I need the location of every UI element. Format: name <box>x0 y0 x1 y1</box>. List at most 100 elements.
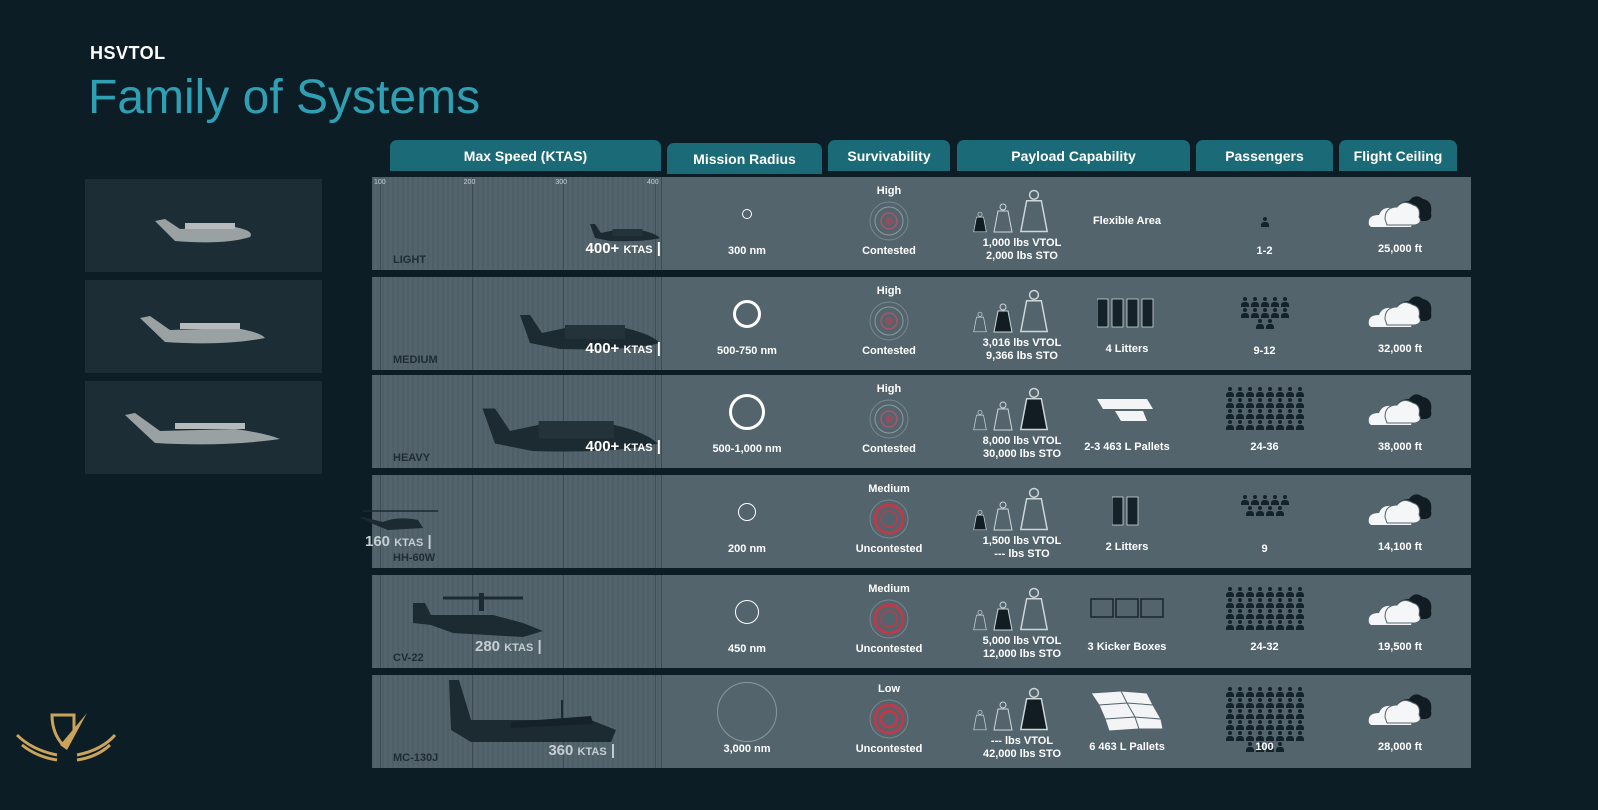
passenger-icon <box>1245 506 1254 516</box>
passenger-icon <box>1235 409 1244 419</box>
passenger-icons <box>1224 387 1306 430</box>
passenger-icon <box>1255 420 1264 430</box>
weight-icon <box>1019 487 1049 531</box>
payload-cell: 1,500 lbs VTOL --- lbs STO <box>962 475 1082 568</box>
passengers-value: 1-2 <box>1256 245 1273 257</box>
passenger-icon <box>1275 506 1284 516</box>
table-row-hh-60w: 160 KTAS | HH-60W 200 nm Medium Uncontes… <box>358 475 1471 568</box>
speed-unit: KTAS <box>623 344 653 356</box>
speed-value: 400+ KTAS | <box>585 340 661 357</box>
speed-gridline <box>655 177 656 270</box>
aircraft-thumbnail-light <box>85 179 322 272</box>
passenger-icon <box>1255 742 1264 752</box>
passenger-icon <box>1245 620 1254 630</box>
mission-radius-cell: 200 nm <box>672 475 822 568</box>
passenger-icon <box>1285 420 1294 430</box>
payload-weights <box>970 487 1052 531</box>
payload-cell: 8,000 lbs VTOL 30,000 lbs STO <box>962 375 1082 468</box>
weight-icon <box>973 509 987 531</box>
passengers-cell: 1-2 <box>1196 177 1333 270</box>
aircraft-silhouette <box>520 313 660 358</box>
row-label: HEAVY <box>393 452 431 464</box>
row-label: CV-22 <box>393 652 424 664</box>
passenger-icon <box>1265 319 1274 329</box>
passenger-icon <box>1225 587 1234 597</box>
weight-icon <box>1019 587 1049 631</box>
passenger-icon <box>1295 687 1304 697</box>
threat-rings-icon <box>869 499 909 539</box>
passenger-icon <box>1285 609 1294 619</box>
survivability-level: Low <box>878 683 900 695</box>
flight-ceiling-cell: 28,000 ft <box>1339 675 1461 768</box>
passenger-icon <box>1295 698 1304 708</box>
passenger-icons <box>1224 587 1306 630</box>
cargo-cell: 3 Kicker Boxes <box>1082 575 1172 668</box>
weight-icon <box>973 609 987 631</box>
payload-vtol: 8,000 lbs VTOL <box>982 435 1062 447</box>
passenger-icon <box>1225 398 1234 408</box>
cargo-label: 4 Litters <box>1105 343 1149 355</box>
survivability-environment: Uncontested <box>855 643 923 655</box>
mission-radius-cell: 500-1,000 nm <box>672 375 822 468</box>
passenger-icon <box>1295 398 1304 408</box>
mission-radius-cell: 3,000 nm <box>672 675 822 768</box>
mission-radius-cell: 450 nm <box>672 575 822 668</box>
flight-ceiling-cell: 19,500 ft <box>1339 575 1461 668</box>
passenger-icon <box>1245 609 1254 619</box>
passenger-icon <box>1275 687 1284 697</box>
passenger-icon <box>1295 609 1304 619</box>
speed-number: 280 <box>475 638 501 655</box>
max-speed-cell: 280 KTAS | CV-22 <box>372 575 662 668</box>
speed-unit: KTAS <box>394 537 424 549</box>
passenger-icon <box>1280 297 1289 307</box>
weight-icon <box>993 501 1013 531</box>
passenger-icon <box>1245 742 1254 752</box>
survivability-environment: Contested <box>862 245 916 257</box>
passenger-icon <box>1295 620 1304 630</box>
passenger-icon <box>1295 587 1304 597</box>
passenger-icon <box>1235 620 1244 630</box>
page-title: Family of Systems <box>88 71 481 124</box>
ceiling-value: 38,000 ft <box>1377 441 1423 453</box>
threat-rings-icon <box>869 201 909 241</box>
threat-rings-icon <box>869 301 909 341</box>
payload-weights <box>970 387 1052 431</box>
speed-gridline <box>655 575 656 668</box>
survivability-cell: Medium Uncontested <box>828 575 950 668</box>
passenger-icon <box>1245 587 1254 597</box>
weight-icon <box>1019 687 1049 731</box>
radius-value: 200 nm <box>728 543 766 555</box>
passenger-icon <box>1255 620 1264 630</box>
speed-gridline <box>563 177 565 270</box>
cloud-icon <box>1368 694 1432 725</box>
column-header-survivability: Survivability <box>828 140 950 171</box>
speed-tick: 200 <box>463 179 476 186</box>
mission-radius-cell: 500-750 nm <box>672 277 822 370</box>
passenger-icon <box>1285 387 1294 397</box>
weight-icon <box>973 709 987 731</box>
passenger-icon <box>1285 620 1294 630</box>
speed-value: 400+ KTAS | <box>585 240 661 257</box>
payload-weights <box>970 289 1052 333</box>
threat-rings-icon <box>869 599 909 639</box>
speed-tick: 300 <box>555 179 568 186</box>
passenger-icon <box>1275 409 1284 419</box>
passenger-icon <box>1225 420 1234 430</box>
speed-gridline <box>655 375 656 468</box>
passenger-icon <box>1255 587 1264 597</box>
radius-value: 300 nm <box>728 245 766 257</box>
survivability-environment: Uncontested <box>855 743 923 755</box>
speed-gridline <box>380 277 381 370</box>
passenger-icon <box>1245 598 1254 608</box>
row-label: HH-60W <box>393 552 436 564</box>
speed-gridline <box>471 177 473 270</box>
passenger-icon <box>1255 398 1264 408</box>
passenger-icon <box>1285 687 1294 697</box>
cargo-cell: Flexible Area <box>1082 177 1172 270</box>
passenger-icon <box>1285 409 1294 419</box>
payload-cell: --- lbs VTOL 42,000 lbs STO <box>962 675 1082 768</box>
weight-icon <box>993 401 1013 431</box>
passenger-icon <box>1225 609 1234 619</box>
passenger-icon <box>1275 720 1284 730</box>
survivability-level: Medium <box>868 483 910 495</box>
